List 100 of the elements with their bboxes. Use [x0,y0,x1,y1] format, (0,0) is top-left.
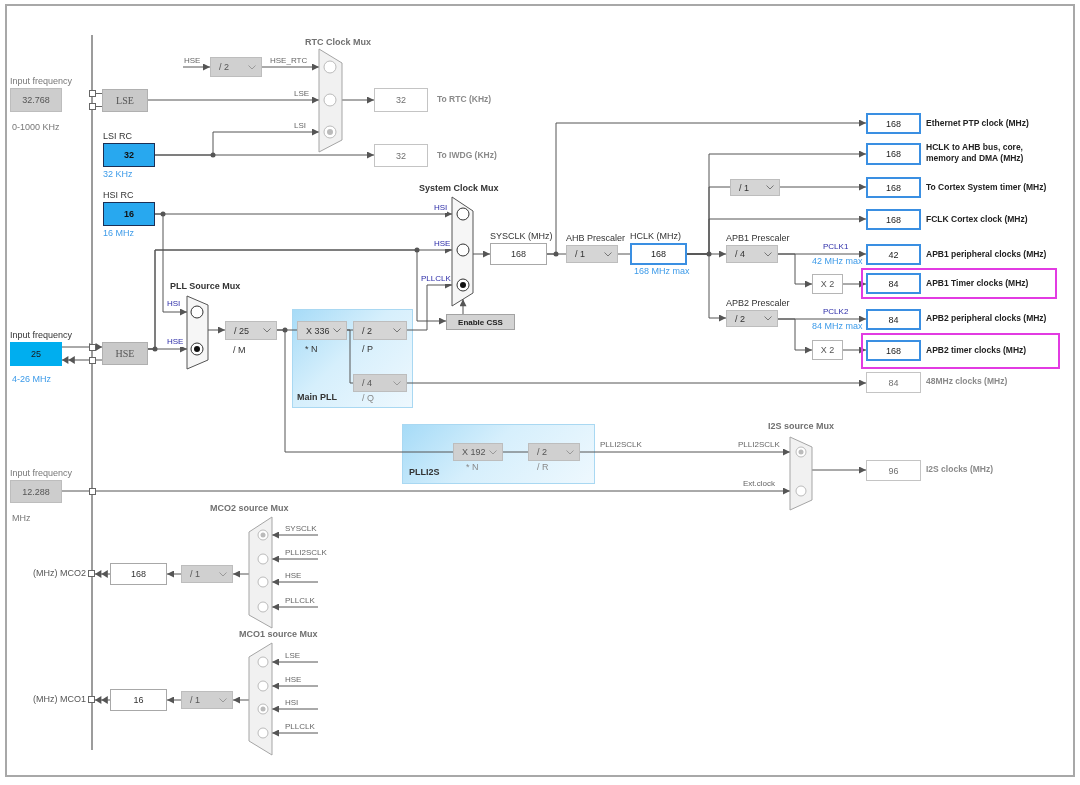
output-label: APB1 peripheral clocks (MHz) [926,249,1047,260]
mux-title: MCO2 source Mux [210,503,289,514]
edge-label: PLLI2SCLK [738,439,780,450]
edge-label: PCLK2 [823,306,849,317]
arrow [406,281,453,331]
block-title: APB1 Prescaler [726,233,790,244]
oscillator-block: HSE [102,342,148,365]
panel-title: PLLI2S [409,467,440,478]
edge-label: HSI [434,202,448,213]
arrow [61,343,103,351]
mux-title: MCO1 source Mux [239,629,318,640]
arrow [341,96,375,104]
arrow [61,487,791,495]
prescaler-dropdown: / 4 [353,374,407,392]
prescaler-dropdown: / 1 [566,245,618,263]
highlight-frame [861,333,1060,369]
frequency-field: 168 [866,143,921,165]
edge-label: HSE [434,238,451,249]
block-title: HSI RC [103,190,134,201]
prescaler-dropdown: / 4 [726,245,778,263]
field-label: Input frequency [10,330,73,341]
frequency-note: 84 MHz max [812,321,863,332]
output-label: APB2 peripheral clocks (MHz) [926,313,1047,324]
output-label: APB2 timer clocks (MHz) [926,345,1027,356]
frequency-field: 168 [630,243,687,265]
frequency-field: 168 [866,113,921,134]
connector-line [617,253,631,255]
arrow [271,705,319,713]
panel-title: Main PLL [297,392,337,403]
block-title: LSI RC [103,131,132,142]
multiplier-block: X 2 [812,340,843,360]
frequency-note: 32 KHz [103,169,133,180]
arrow [271,682,319,690]
output-label: To RTC (KHz) [437,94,492,105]
arrow [61,356,103,364]
connector-line [546,253,567,255]
frequency-field: 168 [490,243,547,265]
prescaler-dropdown: X 336 [297,321,347,340]
highlight-frame [861,268,1057,299]
edge-label: LSI [294,120,306,131]
output-label: Ethernet PTP clock (MHz) [926,118,1029,129]
edge-label: HSE [184,55,201,66]
arrow [154,151,375,159]
arrow [271,578,319,586]
pll-panel [292,309,413,408]
connector-line [502,451,529,453]
connector-line [686,186,731,255]
signal-label: PLLI2SCLK [600,439,642,450]
prescaler-dropdown: / 2 [726,310,778,327]
arrow [261,63,320,71]
factor-label: / M [233,345,246,356]
edge-label: HSE [285,674,302,685]
arrow [207,326,226,334]
oscillator-block: LSE [102,89,148,112]
frequency-input-field: 16 [103,202,155,226]
edge-label: HSI [285,697,299,708]
frequency-field: 96 [866,460,921,481]
frequency-field: 42 [866,244,921,265]
mux-title: System Clock Mux [419,183,499,194]
prescaler-dropdown: / 1 [730,179,780,196]
prescaler-dropdown: / 2 [528,443,580,461]
pin-label: (MHz) MCO2 [33,568,86,579]
arrow [842,346,867,354]
mux-title: PLL Source Mux [170,281,241,292]
edge-label: LSE [294,88,310,99]
action-button: Enable CSS [446,314,515,330]
arrow [271,658,319,666]
frequency-field: 84 [866,309,921,330]
unit-label: MHz [12,513,31,524]
frequency-input-field: 32 [103,143,155,167]
edge-label: HSI [167,298,181,309]
mux-title: I2S source Mux [768,421,835,432]
arrow [546,119,867,255]
arrow [777,318,813,354]
frequency-input-field: 25 [10,342,62,366]
frequency-field: 84 [866,273,921,294]
prescaler-dropdown: / 25 [225,321,277,340]
frequency-field: 168 [866,177,921,198]
pin-label: (MHz) MCO1 [33,694,86,705]
frequency-field: 168 [866,209,921,230]
frequency-note: 42 MHz max [812,256,863,267]
arrow [166,696,182,704]
frequency-field: 168 [110,563,167,585]
frequency-note: 4-26 MHz [12,374,51,385]
block-title: HCLK (MHz) [630,231,681,242]
frequency-field: 32 [374,144,428,167]
edge-label: SYSCLK [285,523,317,534]
edge-label: HSE [285,570,302,581]
prescaler-dropdown: X 192 [453,443,503,461]
frequency-input-field: 12.288 [10,480,62,503]
arrow [459,298,467,315]
arrow [154,213,188,316]
prescaler-dropdown: / 1 [181,691,233,709]
connector-line [276,329,454,453]
field-label: Input frequency [10,76,73,87]
arrow [811,466,867,474]
output-label: To Cortex System timer (MHz) [926,182,1047,193]
pll-panel [402,424,595,484]
prescaler-dropdown: / 2 [210,57,262,77]
frequency-input-field: 32.768 [10,88,62,112]
